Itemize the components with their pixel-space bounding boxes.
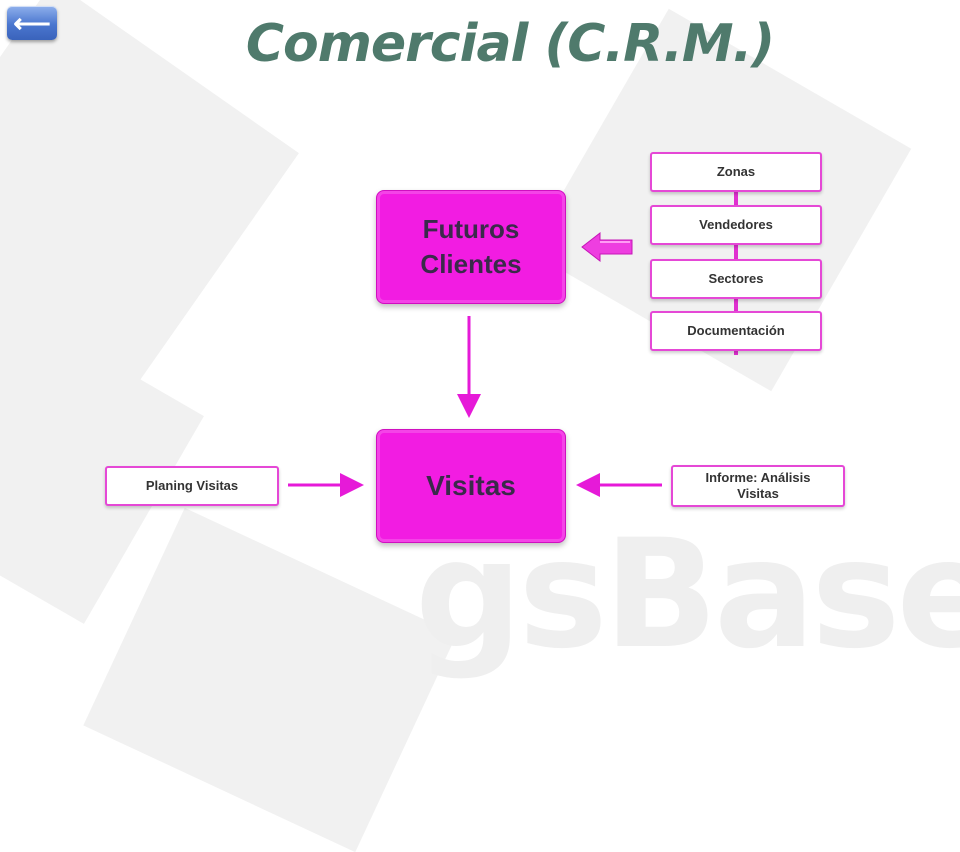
side-item-label: Vendedores — [699, 216, 773, 232]
back-button[interactable]: ⟵ — [7, 6, 57, 40]
side-item-documentacion[interactable]: Documentación — [650, 311, 822, 351]
node-visitas[interactable]: Visitas — [376, 429, 566, 543]
side-item-zonas[interactable]: Zonas — [650, 152, 822, 192]
node-planing-visitas[interactable]: Planing Visitas — [105, 466, 279, 506]
node-futuros-clientes[interactable]: Futuros Clientes — [376, 190, 566, 304]
back-arrow-icon: ⟵ — [13, 7, 51, 38]
node-planing-visitas-label: Planing Visitas — [145, 477, 239, 493]
side-item-vendedores[interactable]: Vendedores — [650, 205, 822, 245]
side-item-label: Zonas — [716, 163, 756, 179]
side-item-sectores[interactable]: Sectores — [650, 259, 822, 299]
side-item-label: Sectores — [708, 270, 764, 286]
node-visitas-label: Visitas — [426, 470, 516, 501]
node-futuros-clientes-line1: Futuros — [422, 213, 520, 244]
node-futuros-clientes-line2: Clientes — [420, 249, 522, 279]
node-informe-analisis-visitas[interactable]: Informe: Análisis Visitas — [671, 465, 845, 507]
node-informe-line2: Visitas — [737, 486, 779, 501]
connector-arrows — [288, 231, 662, 497]
page-title: Comercial (C.R.M.) — [245, 14, 775, 74]
node-informe-line1: Informe: Análisis — [705, 469, 811, 485]
watermark-logo: gsBase — [415, 508, 960, 682]
side-item-label: Documentación — [687, 322, 785, 338]
block-arrow-to-futuros — [581, 231, 633, 263]
